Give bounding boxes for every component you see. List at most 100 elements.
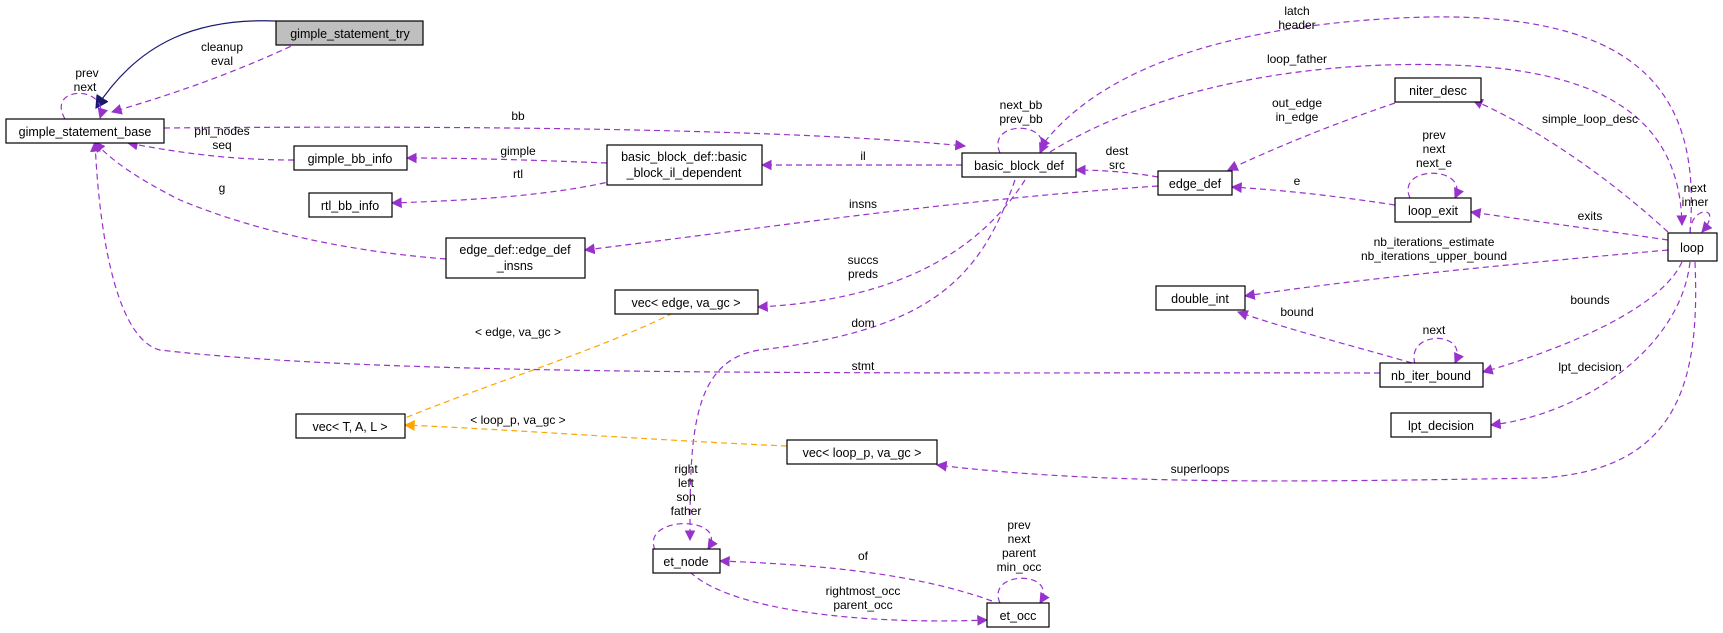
node-loop-exit[interactable]: loop_exit	[1394, 197, 1472, 223]
edge-label-cleanup: cleanup	[201, 40, 243, 54]
node-et-node-label: et_node	[663, 555, 708, 569]
edge-label-et-father: father	[671, 504, 702, 518]
edge-label-preds: preds	[848, 267, 878, 281]
edge-label-next-bb: next_bb	[1000, 98, 1043, 112]
node-gimple-bb-info[interactable]: gimple_bb_info	[293, 145, 408, 171]
node-edge-def[interactable]: edge_def	[1157, 170, 1233, 196]
node-basic-block-il-dependent[interactable]: basic_block_def::basic _block_il_depende…	[606, 144, 763, 186]
node-double-int[interactable]: double_int	[1155, 285, 1246, 311]
edge-label-dest: dest	[1106, 144, 1129, 158]
edge-rightmost-parent	[689, 571, 989, 626]
edge-labels: cleanup eval prev next bb phi_nodes seq …	[74, 4, 1709, 612]
edge-label-of: of	[858, 549, 869, 563]
edge-label-exits: exits	[1578, 209, 1603, 223]
edge-label-il: il	[860, 149, 865, 163]
edge-bound-self	[1413, 337, 1464, 365]
node-basic-block-il-dependent-line1: basic_block_def::basic	[621, 150, 747, 164]
edge-g	[94, 141, 447, 260]
edge-vec-edge-template	[392, 312, 674, 425]
edge-label-succs: succs	[848, 253, 879, 267]
edge-label-superloops: superloops	[1171, 462, 1230, 476]
edge-label-gimple: gimple	[500, 144, 536, 158]
edge-succs-preds	[756, 179, 1026, 312]
edge-bounds	[1481, 261, 1683, 375]
edge-et-self	[652, 523, 718, 551]
edge-latch-header	[1039, 16, 1692, 234]
edge-superloops	[935, 261, 1697, 482]
node-vec-T[interactable]: vec< T, A, L >	[295, 413, 406, 439]
edge-label-seq: seq	[212, 138, 231, 152]
node-nb-iter-bound[interactable]: nb_iter_bound	[1379, 362, 1484, 388]
edge-label-src: src	[1109, 158, 1125, 172]
nodes: gimple_statement_try gimple_statement_ba…	[5, 20, 1718, 628]
edge-label-phi-nodes: phi_nodes	[194, 124, 249, 138]
node-et-occ[interactable]: et_occ	[986, 602, 1050, 628]
node-niter-desc-label: niter_desc	[1409, 84, 1467, 98]
edge-gimple	[405, 152, 608, 164]
edge-label-prev-bb: prev_bb	[999, 112, 1043, 126]
edge-label-bounds: bounds	[1570, 293, 1609, 307]
edge-label-exit-next-e: next_e	[1416, 156, 1452, 170]
edge-label-nb-iterations-upper-bound: nb_iterations_upper_bound	[1361, 249, 1507, 263]
edge-label-base-next: next	[74, 80, 97, 94]
edge-rtl	[390, 177, 626, 209]
edge-insns	[583, 185, 1159, 255]
edge-label-g: g	[219, 181, 226, 195]
edge-nb-iterations	[1243, 249, 1669, 300]
node-nb-iter-bound-label: nb_iter_bound	[1391, 369, 1471, 383]
edge-label-occ-prev: prev	[1007, 518, 1030, 532]
edge-label-simple-loop-desc: simple_loop_desc	[1542, 112, 1638, 126]
node-gimple-statement-base-label: gimple_statement_base	[19, 125, 152, 139]
edge-label-et-son: son	[676, 490, 695, 504]
node-edge-def-insns[interactable]: edge_def::edge_def _insns	[445, 237, 586, 279]
edge-label-occ-next: next	[1008, 532, 1031, 546]
edge-label-eval: eval	[211, 54, 233, 68]
node-vec-loop-p-label: vec< loop_p, va_gc >	[803, 446, 922, 460]
edge-vec-loop-template	[403, 420, 788, 447]
edge-label-occ-min-occ: min_occ	[997, 560, 1042, 574]
edge-label-bound-next: next	[1423, 323, 1446, 337]
edge-try-inherits-base	[96, 20, 277, 108]
node-gimple-bb-info-label: gimple_bb_info	[308, 152, 393, 166]
node-vec-T-label: vec< T, A, L >	[312, 420, 387, 434]
edge-label-loop-inner: inner	[1682, 195, 1709, 209]
node-lpt-decision[interactable]: lpt_decision	[1390, 412, 1492, 438]
edge-label-dom: dom	[851, 316, 874, 330]
edge-label-e: e	[1294, 174, 1301, 188]
node-vec-edge[interactable]: vec< edge, va_gc >	[614, 289, 759, 315]
edge-label-lpt-decision: lpt_decision	[1558, 360, 1621, 374]
edge-label-occ-parent: parent	[1002, 546, 1037, 560]
edge-label-parent-occ: parent_occ	[833, 598, 892, 612]
edge-label-et-right: right	[674, 462, 698, 476]
edge-label-nb-iterations-estimate: nb_iterations_estimate	[1374, 235, 1495, 249]
node-gimple-statement-try-label: gimple_statement_try	[290, 27, 410, 41]
node-edge-def-label: edge_def	[1169, 177, 1222, 191]
node-gimple-statement-base[interactable]: gimple_statement_base	[5, 118, 165, 144]
node-vec-loop-p[interactable]: vec< loop_p, va_gc >	[786, 439, 938, 465]
edge-loop-self	[1689, 211, 1713, 234]
node-rtl-bb-info[interactable]: rtl_bb_info	[308, 192, 393, 218]
node-basic-block-def[interactable]: basic_block_def	[961, 152, 1077, 178]
edge-label-insns: insns	[849, 197, 877, 211]
node-et-occ-label: et_occ	[1000, 609, 1037, 623]
node-basic-block-def-label: basic_block_def	[974, 159, 1064, 173]
edge-label-header: header	[1278, 18, 1315, 32]
edge-label-rightmost-occ: rightmost_occ	[826, 584, 901, 598]
node-gimple-statement-try[interactable]: gimple_statement_try	[275, 20, 424, 46]
node-loop-exit-label: loop_exit	[1408, 204, 1459, 218]
edge-dom	[684, 179, 1016, 542]
node-loop[interactable]: loop	[1667, 232, 1718, 262]
edge-label-bb: bb	[511, 109, 525, 123]
edge-out-in	[1227, 102, 1396, 171]
edge-label-rtl: rtl	[513, 167, 523, 181]
node-double-int-label: double_int	[1171, 292, 1229, 306]
edge-label-loop-father: loop_father	[1267, 52, 1327, 66]
edge-label-exit-prev: prev	[1422, 128, 1445, 142]
edge-label-exit-next: next	[1423, 142, 1446, 156]
edge-e	[1230, 182, 1396, 206]
node-et-node[interactable]: et_node	[652, 548, 721, 574]
edge-exits	[1469, 208, 1669, 241]
node-niter-desc[interactable]: niter_desc	[1394, 77, 1482, 103]
edge-label-in-edge: in_edge	[1276, 110, 1319, 124]
